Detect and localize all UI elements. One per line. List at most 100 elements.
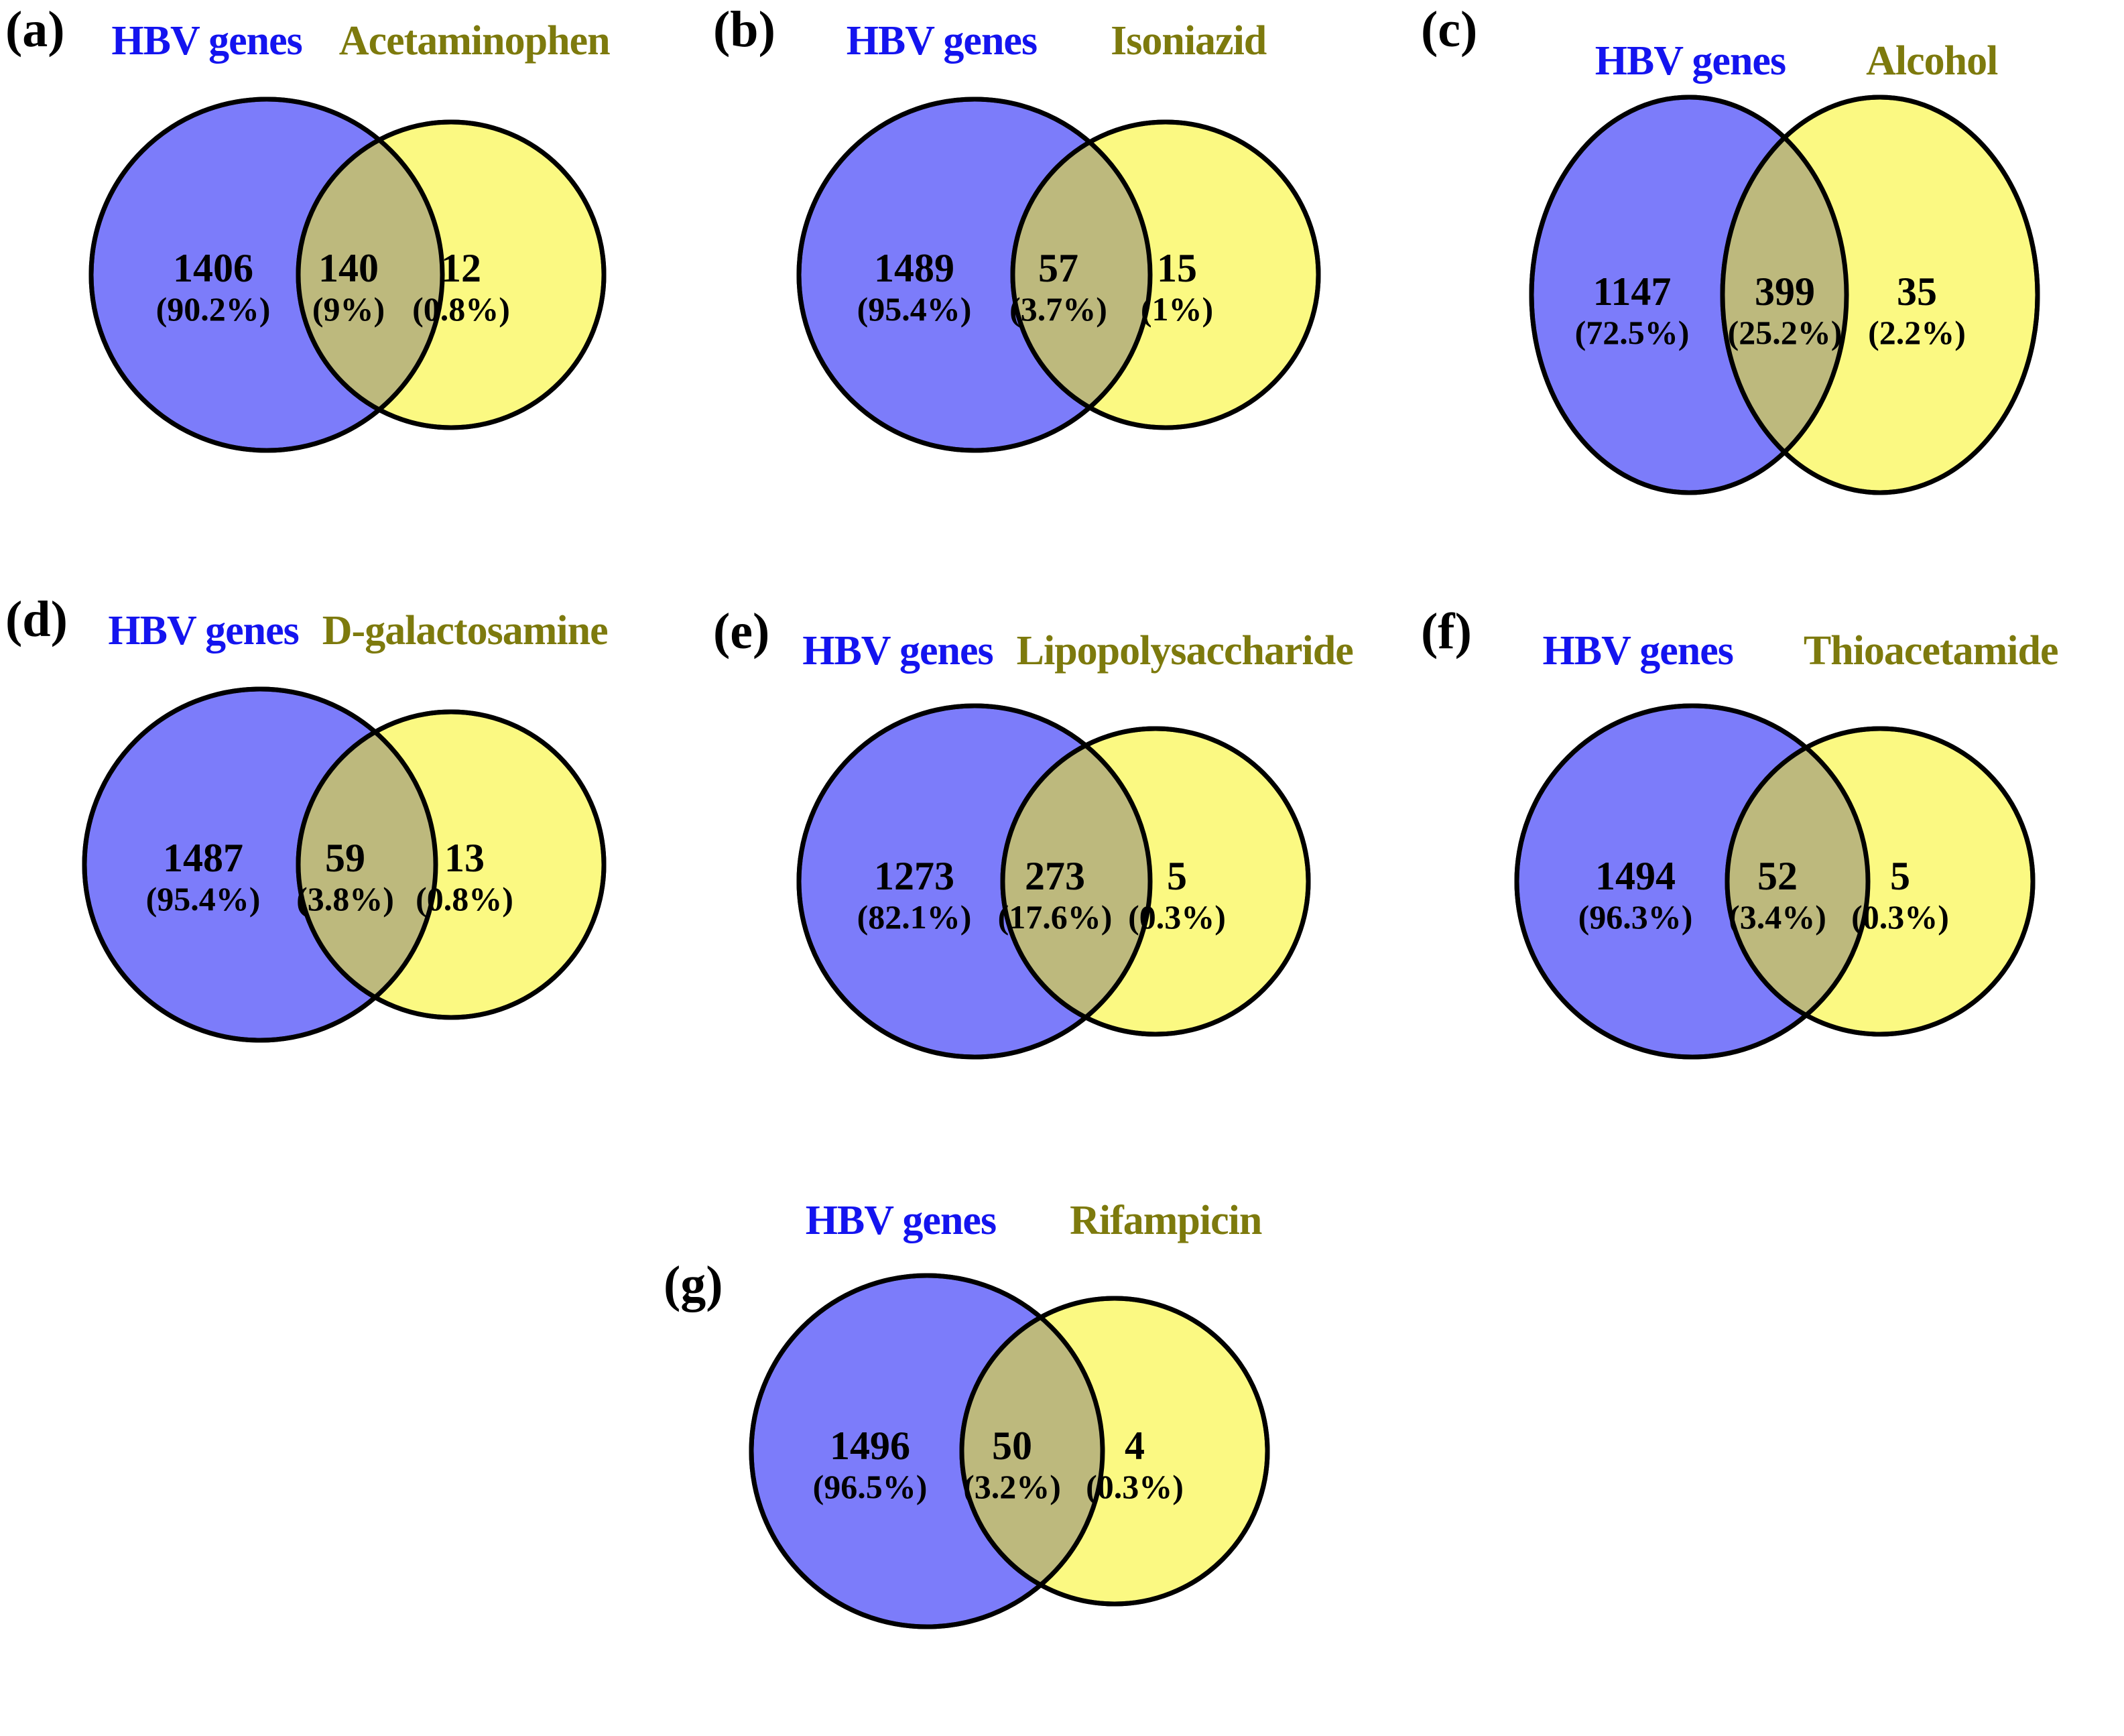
venn-panel-g: (g) HBV genes Rifampicin 1496 (96.5%) 50 <box>664 1180 1378 1736</box>
set-label-left-b: HBV genes <box>846 18 1038 64</box>
set-label-left-c: HBV genes <box>1595 38 1786 84</box>
venn-diagram-c: 1147 (72.5%) 399 (25.2%) 35 (2.2%) <box>1529 95 2040 495</box>
panel-titles-d: HBV genes D-galactosamine <box>4 610 712 670</box>
venn-percent-intersection-d: (3.8%) <box>296 880 394 918</box>
venn-count-right-g: 4 <box>1125 1424 1145 1468</box>
venn-percent-left-a: (90.2%) <box>156 290 271 328</box>
venn-circle-right-outline-g <box>959 1296 1270 1607</box>
venn-count-left-c: 1147 <box>1593 269 1672 314</box>
venn-panel-c: (c) HBV genes Alcohol 1147 (72.5%) 399 ( <box>1416 4 2123 576</box>
venn-circle-right-outline-a <box>296 119 607 430</box>
set-label-left-e: HBV genes <box>802 628 993 674</box>
venn-circle-left-outline-a <box>88 97 445 453</box>
panel-titles-a: HBV genes Acetaminophen <box>7 20 714 80</box>
venn-circle-left-outline-c <box>1529 95 1849 495</box>
venn-count-left-d: 1487 <box>163 836 243 880</box>
venn-overlap-d <box>298 712 436 1017</box>
panel-letter-g: (g) <box>664 1256 723 1312</box>
venn-area-c: 1147 (72.5%) 399 (25.2%) 35 (2.2%) <box>1416 94 2123 563</box>
venn-count-right-d: 13 <box>444 836 485 880</box>
venn-percent-intersection-a: (9%) <box>312 290 385 328</box>
venn-percent-right-e: (0.3%) <box>1128 898 1226 936</box>
panel-titles-e: HBV genes Lipopolysaccharide <box>724 630 1432 690</box>
venn-circle-right-outline-f <box>1725 726 2036 1037</box>
venn-overlap-e <box>1003 729 1150 1034</box>
venn-figure: (a) HBV genes Acetaminophen 1406 (90.2%)… <box>0 0 2124 1629</box>
venn-count-left-f: 1494 <box>1595 854 1676 898</box>
venn-count-right-f: 5 <box>1890 854 1910 898</box>
venn-percent-left-e: (82.1%) <box>857 898 972 936</box>
panel-titles-b: HBV genes Isoniazid <box>702 20 1410 80</box>
venn-circle-left-outline-b <box>796 97 1153 453</box>
set-label-left-d: HBV genes <box>108 608 299 654</box>
venn-percent-intersection-c: (25.2%) <box>1728 314 1842 351</box>
venn-overlap-f <box>1727 729 1868 1034</box>
set-label-left-f: HBV genes <box>1542 628 1733 674</box>
venn-overlap-c <box>1723 97 1847 493</box>
venn-diagram-d: 1487 (95.4%) 59 (3.8%) 13 (0.8%) <box>82 686 607 1043</box>
venn-panel-a: (a) HBV genes Acetaminophen 1406 (90.2%)… <box>0 0 708 556</box>
venn-area-a: 1406 (90.2%) 140 (9%) 12 (0.8%) <box>0 74 708 543</box>
venn-percent-right-c: (2.2%) <box>1868 314 1966 351</box>
venn-count-intersection-a: 140 <box>318 246 379 290</box>
venn-area-f: 1494 (96.3%) 52 (3.4%) 5 (0.3%) <box>1416 684 2123 1153</box>
venn-percent-intersection-g: (3.2%) <box>963 1468 1061 1505</box>
venn-percent-left-b: (95.4%) <box>857 290 972 328</box>
venn-count-right-e: 5 <box>1167 854 1187 898</box>
venn-percent-intersection-b: (3.7%) <box>1009 290 1107 328</box>
venn-count-right-b: 15 <box>1157 246 1197 290</box>
set-label-right-g: Rifampicin <box>1070 1198 1262 1243</box>
venn-diagram-e: 1273 (82.1%) 273 (17.6%) 5 (0.3%) <box>796 703 1311 1060</box>
panel-letter-b: (b) <box>713 1 775 58</box>
venn-percent-right-d: (0.8%) <box>416 880 513 918</box>
set-label-right-e: Lipopolysaccharide <box>1016 628 1354 674</box>
venn-count-right-a: 12 <box>441 246 481 290</box>
set-label-right-d: D-galactosamine <box>322 608 609 654</box>
panel-letter-e: (e) <box>713 603 770 660</box>
venn-percent-left-g: (96.5%) <box>813 1468 928 1505</box>
venn-diagram-b: 1489 (95.4%) 57 (3.7%) 15 (1%) <box>796 97 1321 453</box>
set-label-right-b: Isoniazid <box>1111 18 1267 64</box>
panel-titles-f: HBV genes Thioacetamide <box>1446 630 2124 690</box>
venn-count-intersection-b: 57 <box>1038 246 1078 290</box>
panel-titles-g: HBV genes Rifampicin <box>680 1200 1387 1260</box>
venn-diagram-f: 1494 (96.3%) 52 (3.4%) 5 (0.3%) <box>1514 703 2036 1060</box>
venn-percent-right-f: (0.3%) <box>1851 898 1949 936</box>
panel-letter-a: (a) <box>5 1 65 58</box>
venn-count-right-c: 35 <box>1897 269 1937 314</box>
venn-percent-left-c: (72.5%) <box>1575 314 1690 351</box>
venn-diagram-a: 1406 (90.2%) 140 (9%) 12 (0.8%) <box>88 97 607 453</box>
set-label-right-c: Alcohol <box>1866 38 1998 84</box>
venn-overlap-b <box>1013 122 1150 428</box>
venn-percent-left-d: (95.4%) <box>146 880 261 918</box>
venn-panel-b: (b) HBV genes Isoniazid 1489 (95.4%) 57 <box>708 0 1416 556</box>
venn-circle-right-outline-b <box>1010 119 1321 430</box>
venn-count-left-g: 1496 <box>830 1424 910 1468</box>
venn-circle-left-outline-g <box>749 1273 1105 1629</box>
venn-panel-e: (e) HBV genes Lipopolysaccharide 1273 (8… <box>708 606 1416 1166</box>
venn-circle-left-outline-f <box>1514 703 1871 1060</box>
venn-circle-right-outline-e <box>1000 726 1311 1037</box>
venn-percent-intersection-e: (17.6%) <box>998 898 1113 936</box>
venn-percent-right-b: (1%) <box>1141 290 1213 328</box>
venn-percent-right-g: (0.3%) <box>1086 1468 1184 1505</box>
set-label-left-g: HBV genes <box>805 1198 997 1243</box>
venn-count-intersection-c: 399 <box>1755 269 1815 314</box>
venn-panel-f: (f) HBV genes Thioacetamide 1494 (96.3%)… <box>1416 606 2124 1166</box>
set-label-left-a: HBV genes <box>111 18 302 64</box>
venn-circle-right-outline-d <box>296 709 607 1020</box>
panel-letter-d: (d) <box>5 591 68 647</box>
venn-panel-d: (d) HBV genes D-galactosamine 1487 (95.4… <box>0 590 708 1146</box>
venn-area-g: 1496 (96.5%) 50 (3.2%) 4 (0.3%) <box>670 1253 1378 1723</box>
set-label-right-f: Thioacetamide <box>1803 628 2059 674</box>
venn-count-left-b: 1489 <box>874 246 954 290</box>
venn-count-intersection-g: 50 <box>992 1424 1032 1468</box>
venn-overlap-a <box>298 122 442 428</box>
venn-percent-right-a: (0.8%) <box>412 290 510 328</box>
venn-count-left-e: 1273 <box>874 854 954 898</box>
venn-percent-intersection-f: (3.4%) <box>1729 898 1826 936</box>
venn-area-b: 1489 (95.4%) 57 (3.7%) 15 (1%) <box>708 74 1416 543</box>
venn-circle-right-outline-c <box>1720 95 2040 495</box>
venn-area-d: 1487 (95.4%) 59 (3.8%) 13 (0.8%) <box>0 664 708 1133</box>
set-label-right-a: Acetaminophen <box>338 18 611 64</box>
